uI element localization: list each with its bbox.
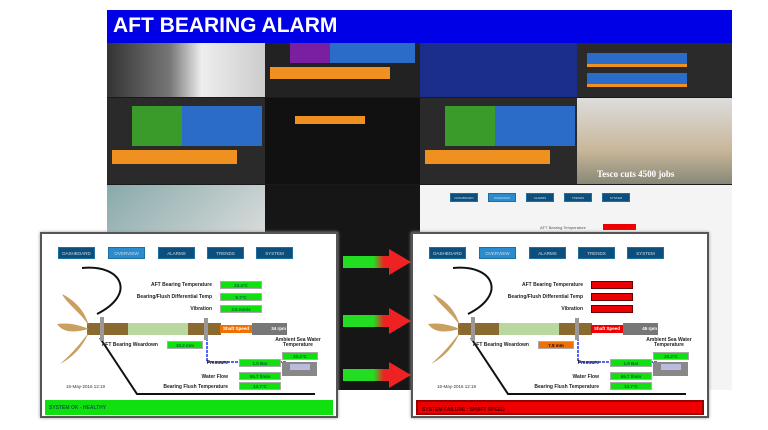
shaft-diagram bbox=[428, 266, 688, 395]
flush-temp-value: 13.7°C bbox=[239, 382, 281, 390]
arrow-icon bbox=[343, 308, 411, 334]
flush-temp-label: Bearing Flush Temperature bbox=[534, 384, 599, 390]
status-bar: SYSTEM OK - HEALTHY bbox=[45, 400, 333, 415]
vibration-label: Vibration bbox=[190, 306, 212, 312]
wall-nav-button: TRENDS bbox=[564, 193, 592, 202]
weardown-label: AFT Bearing Weardown bbox=[472, 342, 529, 348]
dark-tile bbox=[265, 98, 420, 184]
water-flow-label: Water Flow bbox=[572, 374, 599, 380]
ambient-temp-label: Ambient Sea Water Temperature bbox=[646, 337, 692, 348]
flush-temp-value: 13.7°C bbox=[610, 382, 652, 390]
water-flow-label: Water Flow bbox=[201, 374, 228, 380]
timestamp: 16-May-2016 12:19 bbox=[437, 384, 477, 389]
wall-nav-button: OVERVIEW bbox=[488, 193, 516, 202]
mini-label: AFT Bearing Temperature bbox=[540, 225, 586, 230]
dashboard-tile bbox=[265, 43, 420, 97]
pressure-label: Pressure bbox=[577, 360, 599, 366]
ambient-temp-label: Ambient Sea Water Temperature bbox=[275, 337, 321, 348]
shaft-speed-label: Shaft Speed bbox=[591, 325, 623, 333]
nav-overview-button[interactable]: OVERVIEW bbox=[108, 247, 145, 259]
pressure-value: 1.0 Bar bbox=[610, 359, 652, 367]
nav-system-button[interactable]: SYSTEM bbox=[627, 247, 664, 259]
chart-tile bbox=[577, 43, 732, 97]
weardown-value: 7.8 mm bbox=[538, 341, 574, 349]
dashboard-tile bbox=[420, 98, 577, 184]
hmi-panel-healthy: DASHBOARD OVERVIEW ALARMS TRENDS SYSTEM … bbox=[40, 232, 338, 418]
wall-nav-button: SYSTEM bbox=[602, 193, 630, 202]
flush-temp-label: Bearing Flush Temperature bbox=[163, 384, 228, 390]
weardown-label: AFT Bearing Weardown bbox=[101, 342, 158, 348]
nav-dashboard-button[interactable]: DASHBOARD bbox=[429, 247, 466, 259]
schematic-tile bbox=[420, 43, 577, 97]
diff-temp-value: 9.7°C bbox=[220, 293, 262, 301]
arrow-icon bbox=[343, 362, 411, 388]
dashboard-tile bbox=[107, 98, 265, 184]
nav-system-button[interactable]: SYSTEM bbox=[256, 247, 293, 259]
diff-temp-label: Bearing/Flush Differential Temp bbox=[507, 294, 583, 300]
pressure-label: Pressure bbox=[206, 360, 228, 366]
diff-temp-value bbox=[591, 293, 633, 301]
weardown-value: 10.2 mm bbox=[167, 341, 203, 349]
nav-trends-button[interactable]: TRENDS bbox=[207, 247, 244, 259]
nav-overview-button[interactable]: OVERVIEW bbox=[479, 247, 516, 259]
shaft-speed-label: Shaft Speed bbox=[220, 325, 252, 333]
shaft-speed-value: 45 rpm bbox=[642, 326, 657, 331]
shaft-speed-value: 34 rpm bbox=[271, 326, 286, 331]
nav-trends-button[interactable]: TRENDS bbox=[578, 247, 615, 259]
news-caption: Tesco cuts 4500 jobs bbox=[597, 169, 675, 179]
hmi-panel-alarm: DASHBOARD OVERVIEW ALARMS TRENDS SYSTEM … bbox=[411, 232, 709, 418]
vibration-value bbox=[591, 305, 633, 313]
ambient-temp-value: 20.2°C bbox=[653, 352, 689, 360]
nav-alarms-button[interactable]: ALARMS bbox=[529, 247, 566, 259]
vibration-value: 2.5 mm/s bbox=[220, 305, 262, 313]
aft-bearing-temp-label: AFT Bearing Temperature bbox=[150, 282, 212, 288]
news-tile: Tesco cuts 4500 jobs bbox=[577, 98, 732, 184]
shaft-diagram bbox=[57, 266, 317, 395]
aft-bearing-temp-value bbox=[591, 281, 633, 289]
nav-alarms-button[interactable]: ALARMS bbox=[158, 247, 195, 259]
ambient-temp-value: 20.2°C bbox=[282, 352, 318, 360]
diff-temp-label: Bearing/Flush Differential Temp bbox=[136, 294, 212, 300]
aft-bearing-temp-label: AFT Bearing Temperature bbox=[521, 282, 583, 288]
vibration-label: Vibration bbox=[561, 306, 583, 312]
aft-bearing-temp-value: 23.4°C bbox=[220, 281, 262, 289]
camera-feed-tile bbox=[107, 43, 265, 97]
water-flow-value: 65.7 l/min bbox=[610, 372, 652, 380]
pressure-value: 1.0 Bar bbox=[239, 359, 281, 367]
arrow-icon bbox=[343, 249, 411, 275]
timestamp: 16-May-2016 12:19 bbox=[66, 384, 106, 389]
wall-nav-button: ALARMS bbox=[526, 193, 554, 202]
wall-nav-button: DASHBOARD bbox=[450, 193, 478, 202]
status-bar: SYSTEM FAILURE : SHAFT SPEED bbox=[416, 400, 704, 415]
nav-dashboard-button[interactable]: DASHBOARD bbox=[58, 247, 95, 259]
water-flow-value: 55.7 l/min bbox=[239, 372, 281, 380]
alarm-banner: AFT BEARING ALARM bbox=[107, 10, 732, 43]
